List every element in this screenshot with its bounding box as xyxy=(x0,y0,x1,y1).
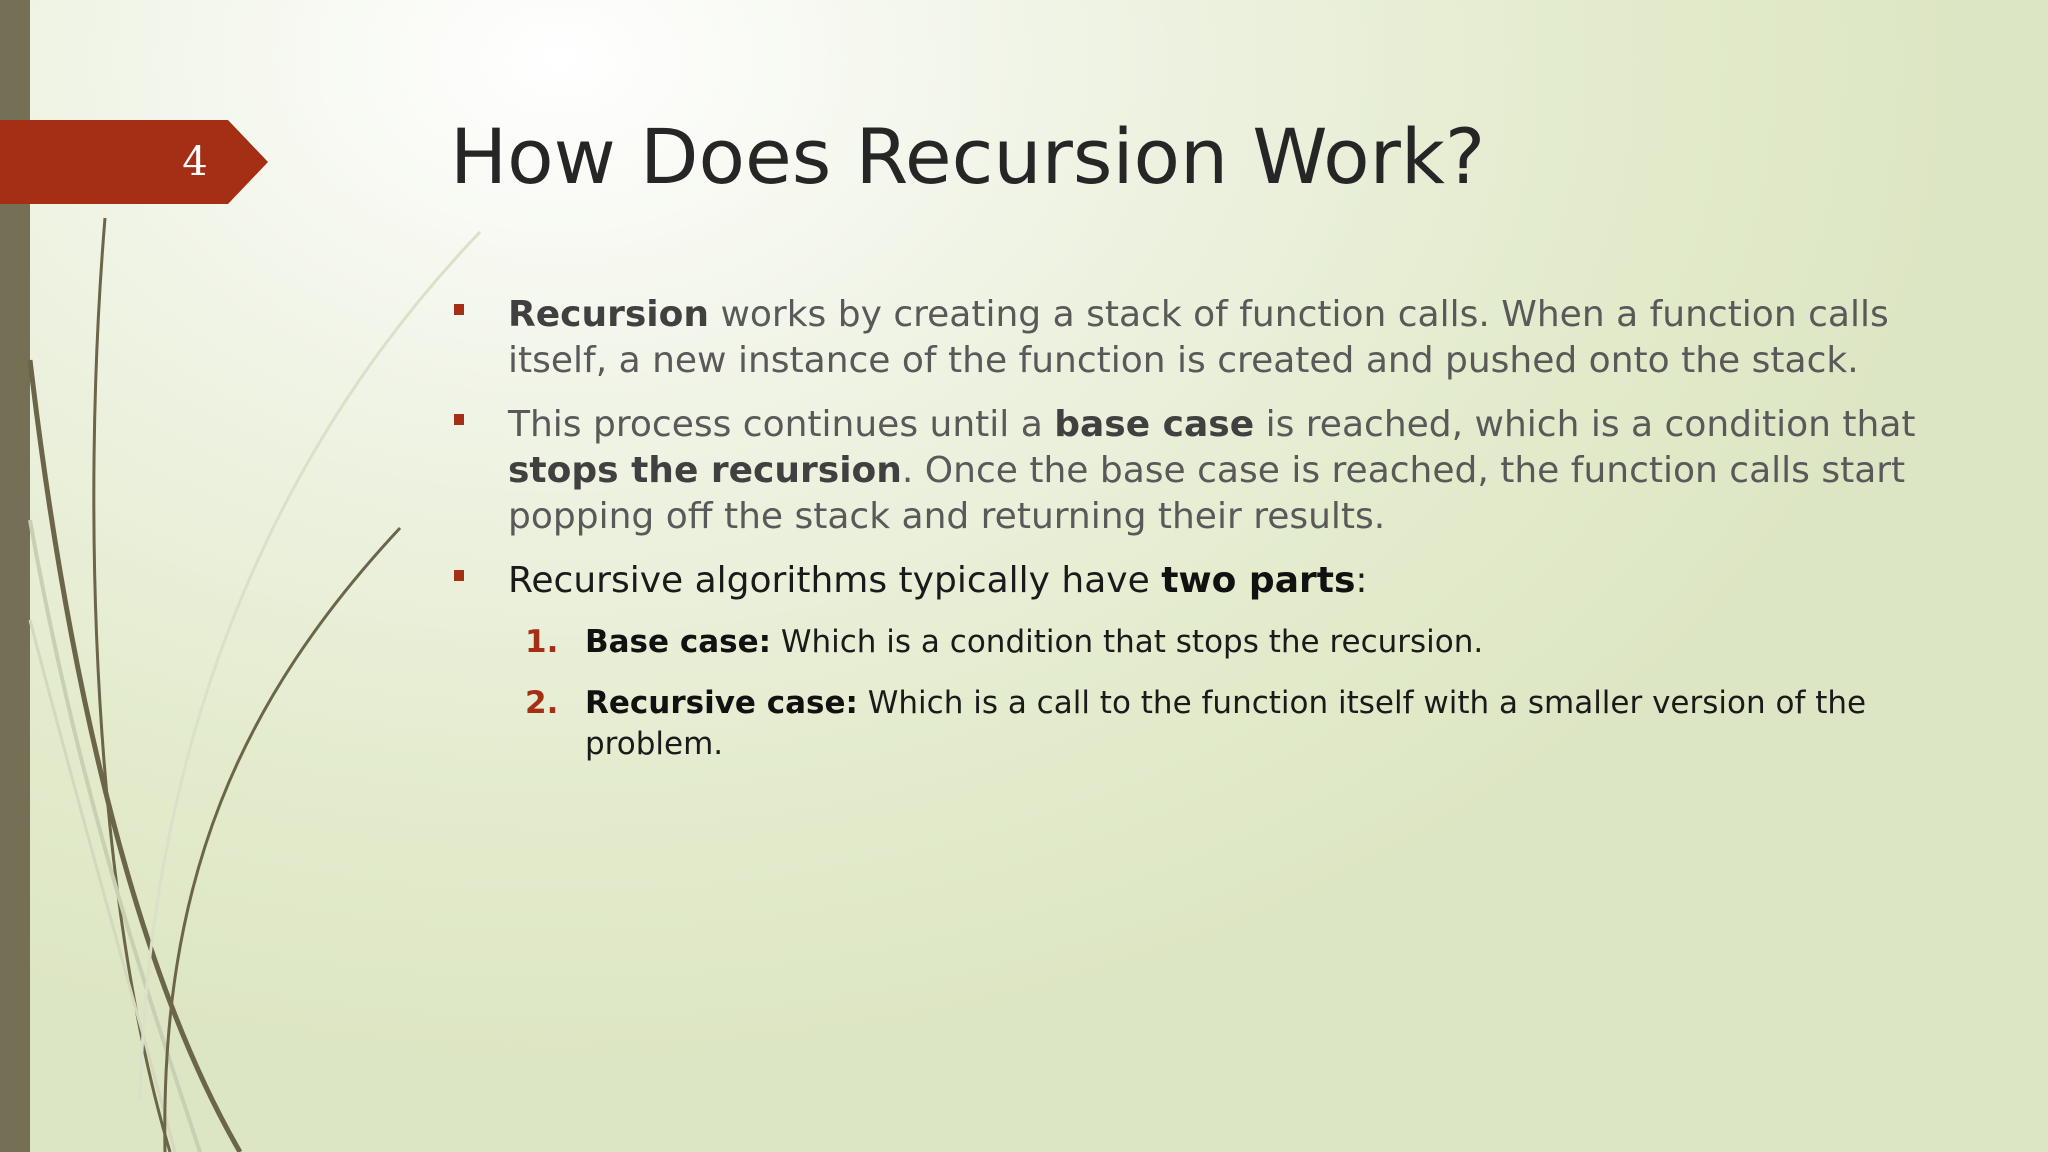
bullet-bold-text: Recursion xyxy=(508,294,709,335)
numbered-item-bold: Base case: xyxy=(585,624,771,660)
bullet-text: . Once the base case is reached, the fun… xyxy=(508,450,1906,537)
numbered-item-text: Which is a condition that stops the recu… xyxy=(771,624,1484,660)
bullet-text: This process continues until a xyxy=(508,404,1055,445)
square-bullet-icon xyxy=(454,570,464,581)
square-bullet-icon xyxy=(454,304,464,315)
bullet-bold-text: base case xyxy=(1054,404,1255,445)
numbered-item-bold: Recursive case: xyxy=(585,685,858,721)
bullet-bold-text: two parts xyxy=(1161,560,1356,601)
numbered-list: 1. Base case: Which is a condition that … xyxy=(450,622,1920,765)
slide-title: How Does Recursion Work? xyxy=(450,112,1486,201)
list-number: 2. xyxy=(525,685,559,721)
bullet-item: This process continues until a base case… xyxy=(450,402,1920,540)
numbered-item: 2. Recursive case: Which is a call to th… xyxy=(450,683,1920,765)
slide-number-tab xyxy=(0,120,268,204)
numbered-item: 1. Base case: Which is a condition that … xyxy=(450,622,1920,663)
bullet-text: Recursive algorithms typically have xyxy=(508,560,1162,601)
slide-content: Recursion works by creating a stack of f… xyxy=(450,292,1920,785)
list-number: 1. xyxy=(525,624,559,660)
slide-number: 4 xyxy=(182,139,208,185)
bullet-text: is reached, which is a condition that xyxy=(1254,404,1916,445)
bullet-item: Recursion works by creating a stack of f… xyxy=(450,292,1920,384)
bullet-bold-text: stops the recursion xyxy=(508,450,902,491)
bullet-item: Recursive algorithms typically have two … xyxy=(450,558,1920,604)
bullet-text: : xyxy=(1355,560,1368,601)
square-bullet-icon xyxy=(454,414,464,425)
bullet-text: works by creating a stack of function ca… xyxy=(508,294,1889,381)
numbered-item-text: Which is a call to the function itself w… xyxy=(585,685,1867,762)
